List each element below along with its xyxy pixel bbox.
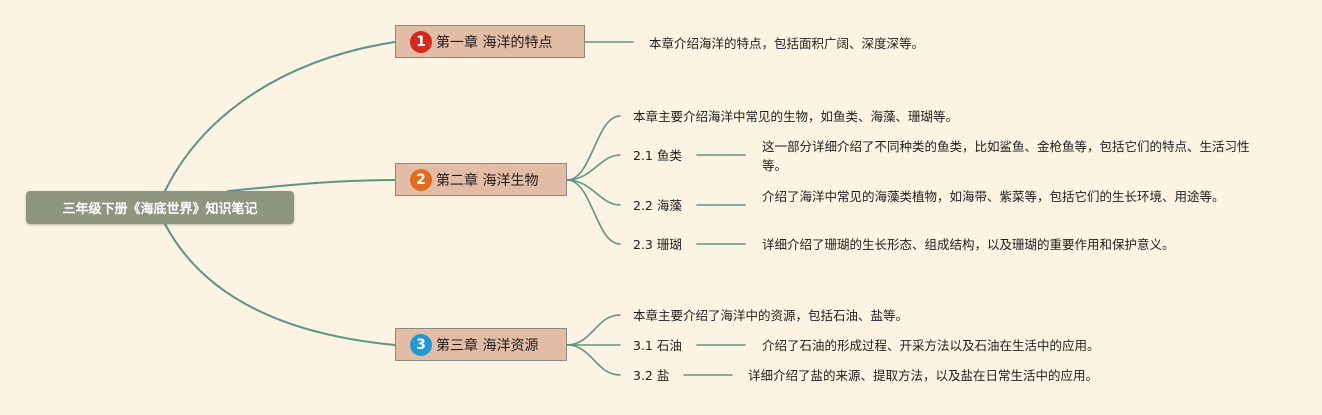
chapter-title-2: 第二章 海洋生物: [436, 172, 539, 189]
number-badge-1: 1: [410, 30, 432, 53]
section-desc-3-1[interactable]: 介绍了石油的形成过程、开采方法以及石油在生活中的应用。: [762, 338, 1100, 353]
section-desc-2-3[interactable]: 详细介绍了珊瑚的生长形态、组成结构，以及珊瑚的重要作用和保护意义。: [762, 237, 1175, 252]
chapter-summary-3[interactable]: 本章主要介绍了海洋中的资源，包括石油、盐等。: [633, 308, 909, 323]
connector-root-ch1: [164, 41, 396, 192]
section-label-3-2[interactable]: 3.2 盐: [633, 368, 670, 383]
section-desc-3-2[interactable]: 详细介绍了盐的来源、提取方法，以及盐在日常生活中的应用。: [748, 368, 1099, 383]
section-label-2-3[interactable]: 2.3 珊瑚: [633, 237, 682, 252]
section-label-2-1[interactable]: 2.1 鱼类: [633, 148, 682, 163]
chapter-summary-1[interactable]: 本章介绍海洋的特点，包括面积广阔、深度深等。: [649, 36, 925, 51]
section-label-2-2[interactable]: 2.2 海藻: [633, 198, 682, 213]
chapter-title-3: 第三章 海洋资源: [436, 337, 539, 354]
section-label-3-1[interactable]: 3.1 石油: [633, 338, 682, 353]
connector-ch3-sec2: [566, 344, 621, 376]
connector-ch2-sec2: [566, 179, 621, 206]
root-title: 三年级下册《海底世界》知识笔记: [62, 202, 258, 217]
connector-root-ch3: [164, 223, 396, 346]
section-desc-2-2[interactable]: 介绍了海洋中常见的海藻类植物，如海带、紫菜等，包括它们的生长环境、用途等。: [762, 189, 1225, 204]
chapter-title-1: 第一章 海洋的特点: [436, 34, 553, 51]
connector-ch2-sec1: [566, 154, 621, 181]
chapter-node-2[interactable]: 2 第二章 海洋生物: [395, 163, 567, 196]
chapter-node-3[interactable]: 3 第三章 海洋资源: [395, 328, 567, 361]
connector-root-ch2: [227, 179, 396, 192]
chapter-summary-2[interactable]: 本章主要介绍海洋中常见的生物，如鱼类、海藻、珊瑚等。: [633, 109, 959, 124]
section-desc-2-1[interactable]: 这一部分详细介绍了不同种类的鱼类，比如鲨鱼、金枪鱼等，包括它们的特点、生活习性等…: [762, 139, 1250, 173]
connector-ch2-summary: [566, 115, 621, 181]
chapter-node-1[interactable]: 1 第一章 海洋的特点: [395, 25, 585, 58]
number-badge-2: 2: [410, 168, 432, 191]
connector-ch2-sec3: [566, 179, 621, 245]
number-badge-3: 3: [410, 333, 432, 356]
connector-ch3-summary: [566, 314, 621, 346]
root-node[interactable]: 三年级下册《海底世界》知识笔记: [26, 191, 294, 224]
